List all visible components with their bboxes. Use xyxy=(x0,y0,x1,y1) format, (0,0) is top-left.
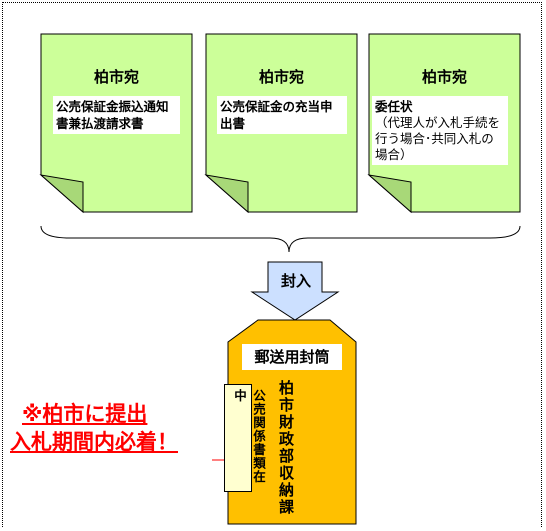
arrow-label: 封入 xyxy=(280,272,311,290)
envelope-shape xyxy=(227,319,357,525)
document-3-note: （代理人が入札手続を行う場合･共同入札の場合） xyxy=(375,115,501,162)
envelope-recipient: 柏市財政部収納課 xyxy=(277,380,295,516)
document-1-addressee: 柏市宛 xyxy=(93,68,139,86)
warning-line-2: 入札期間内必着！ xyxy=(10,430,178,454)
diagram-frame xyxy=(2,2,542,527)
enclosure-note: 公売関係書類在中 xyxy=(232,389,266,484)
document-3-addressee: 柏市宛 xyxy=(421,68,467,86)
document-3-title: 委任状 （代理人が入札手続を行う場合･共同入札の場合） xyxy=(372,96,508,165)
grouping-brace xyxy=(40,225,521,253)
down-arrow xyxy=(250,261,340,321)
envelope-header: 郵送用封筒 xyxy=(242,344,342,370)
enclosure-note-box: 公売関係書類在中 xyxy=(224,384,266,492)
document-2-addressee: 柏市宛 xyxy=(258,68,304,86)
document-1-title: 公売保証金振込通知書兼払渡請求書 xyxy=(53,96,180,134)
warning-line-1: ※柏市に提出 xyxy=(22,402,148,426)
document-2-title: 公売保証金の充当申出書 xyxy=(217,96,347,134)
